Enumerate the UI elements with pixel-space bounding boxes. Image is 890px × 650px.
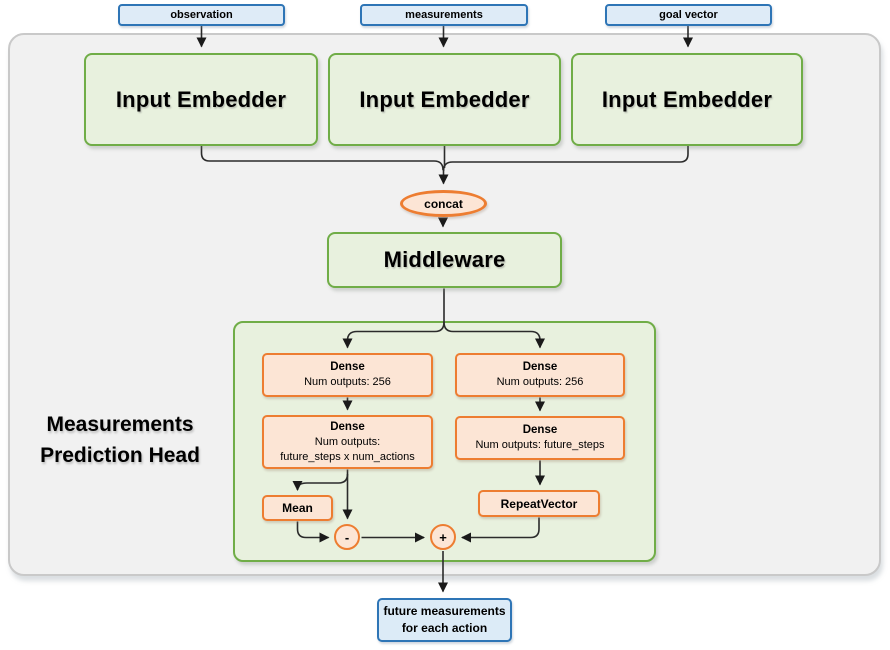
mean-node: Mean (262, 495, 333, 521)
output-node: future measurements for each action (377, 598, 512, 642)
embedder-node-2: Input Embedder (328, 53, 561, 146)
subtract-node-label: - (344, 529, 350, 545)
concat-node-label: concat (424, 196, 463, 211)
prediction-head-title-line2: Prediction Head (40, 444, 200, 467)
middleware-node: Middleware (327, 232, 562, 288)
input-node-goal-vector: goal vector (605, 4, 772, 26)
connector-dense-left2-to-mean (292, 473, 349, 491)
embedder-node-1: Input Embedder (84, 53, 318, 146)
dense-left-1-subtitle: Num outputs: 256 (304, 376, 391, 388)
concat-node: concat (400, 190, 487, 217)
dense-right-1: Dense Num outputs: 256 (455, 353, 625, 397)
add-node: + (430, 524, 456, 550)
connector-merge-left (200, 146, 444, 171)
connector-fork-right (443, 321, 545, 349)
dense-left-2-subtitle-line1: Num outputs: (314, 435, 381, 448)
dense-left-2-title: Dense (330, 420, 365, 433)
dense-right-1-subtitle: Num outputs: 256 (496, 376, 584, 388)
mean-node-label: Mean (282, 501, 313, 515)
dense-right-2-subtitle: Num outputs: future_steps (475, 439, 605, 451)
output-node-label-line1: future measurements (383, 604, 506, 618)
connector-repeatvector-to-add (461, 517, 540, 543)
connector-merge-right (442, 146, 689, 172)
subtract-node: - (334, 524, 360, 550)
embedder-node-3: Input Embedder (571, 53, 803, 146)
connector-fork-left (342, 321, 445, 349)
dense-right-2-title: Dense (522, 424, 558, 436)
embedder-node-2-label: Input Embedder (359, 86, 530, 112)
dense-left-1: Dense Num outputs: 256 (262, 353, 433, 397)
dense-right-2: Dense Num outputs: future_steps (455, 416, 625, 460)
embedder-node-1-label: Input Embedder (115, 86, 287, 112)
add-node-label: + (439, 529, 447, 545)
repeat-vector-node: RepeatVector (478, 490, 600, 517)
input-node-measurements: measurements (360, 4, 528, 26)
prediction-head-title-line1: Measurements (46, 413, 194, 436)
dense-right-1-title: Dense (522, 361, 558, 373)
dense-left-2-subtitle-line2: future_steps x num_actions (280, 450, 415, 463)
output-node-label-line2: for each action (401, 621, 488, 635)
prediction-head-title: Measurements Prediction Head (14, 409, 226, 471)
middleware-node-label: Middleware (383, 247, 506, 272)
input-node-measurements-label: measurements (405, 9, 483, 21)
embedder-node-3-label: Input Embedder (601, 86, 773, 112)
input-node-goal-vector-label: goal vector (659, 9, 718, 21)
dense-left-2: Dense Num outputs: future_steps x num_ac… (262, 415, 433, 469)
repeat-vector-node-label: RepeatVector (500, 496, 578, 511)
input-node-observation-label: observation (170, 9, 233, 21)
connector-mean-to-subtract (296, 521, 330, 543)
dense-left-1-title: Dense (330, 361, 365, 373)
input-node-observation: observation (118, 4, 285, 26)
